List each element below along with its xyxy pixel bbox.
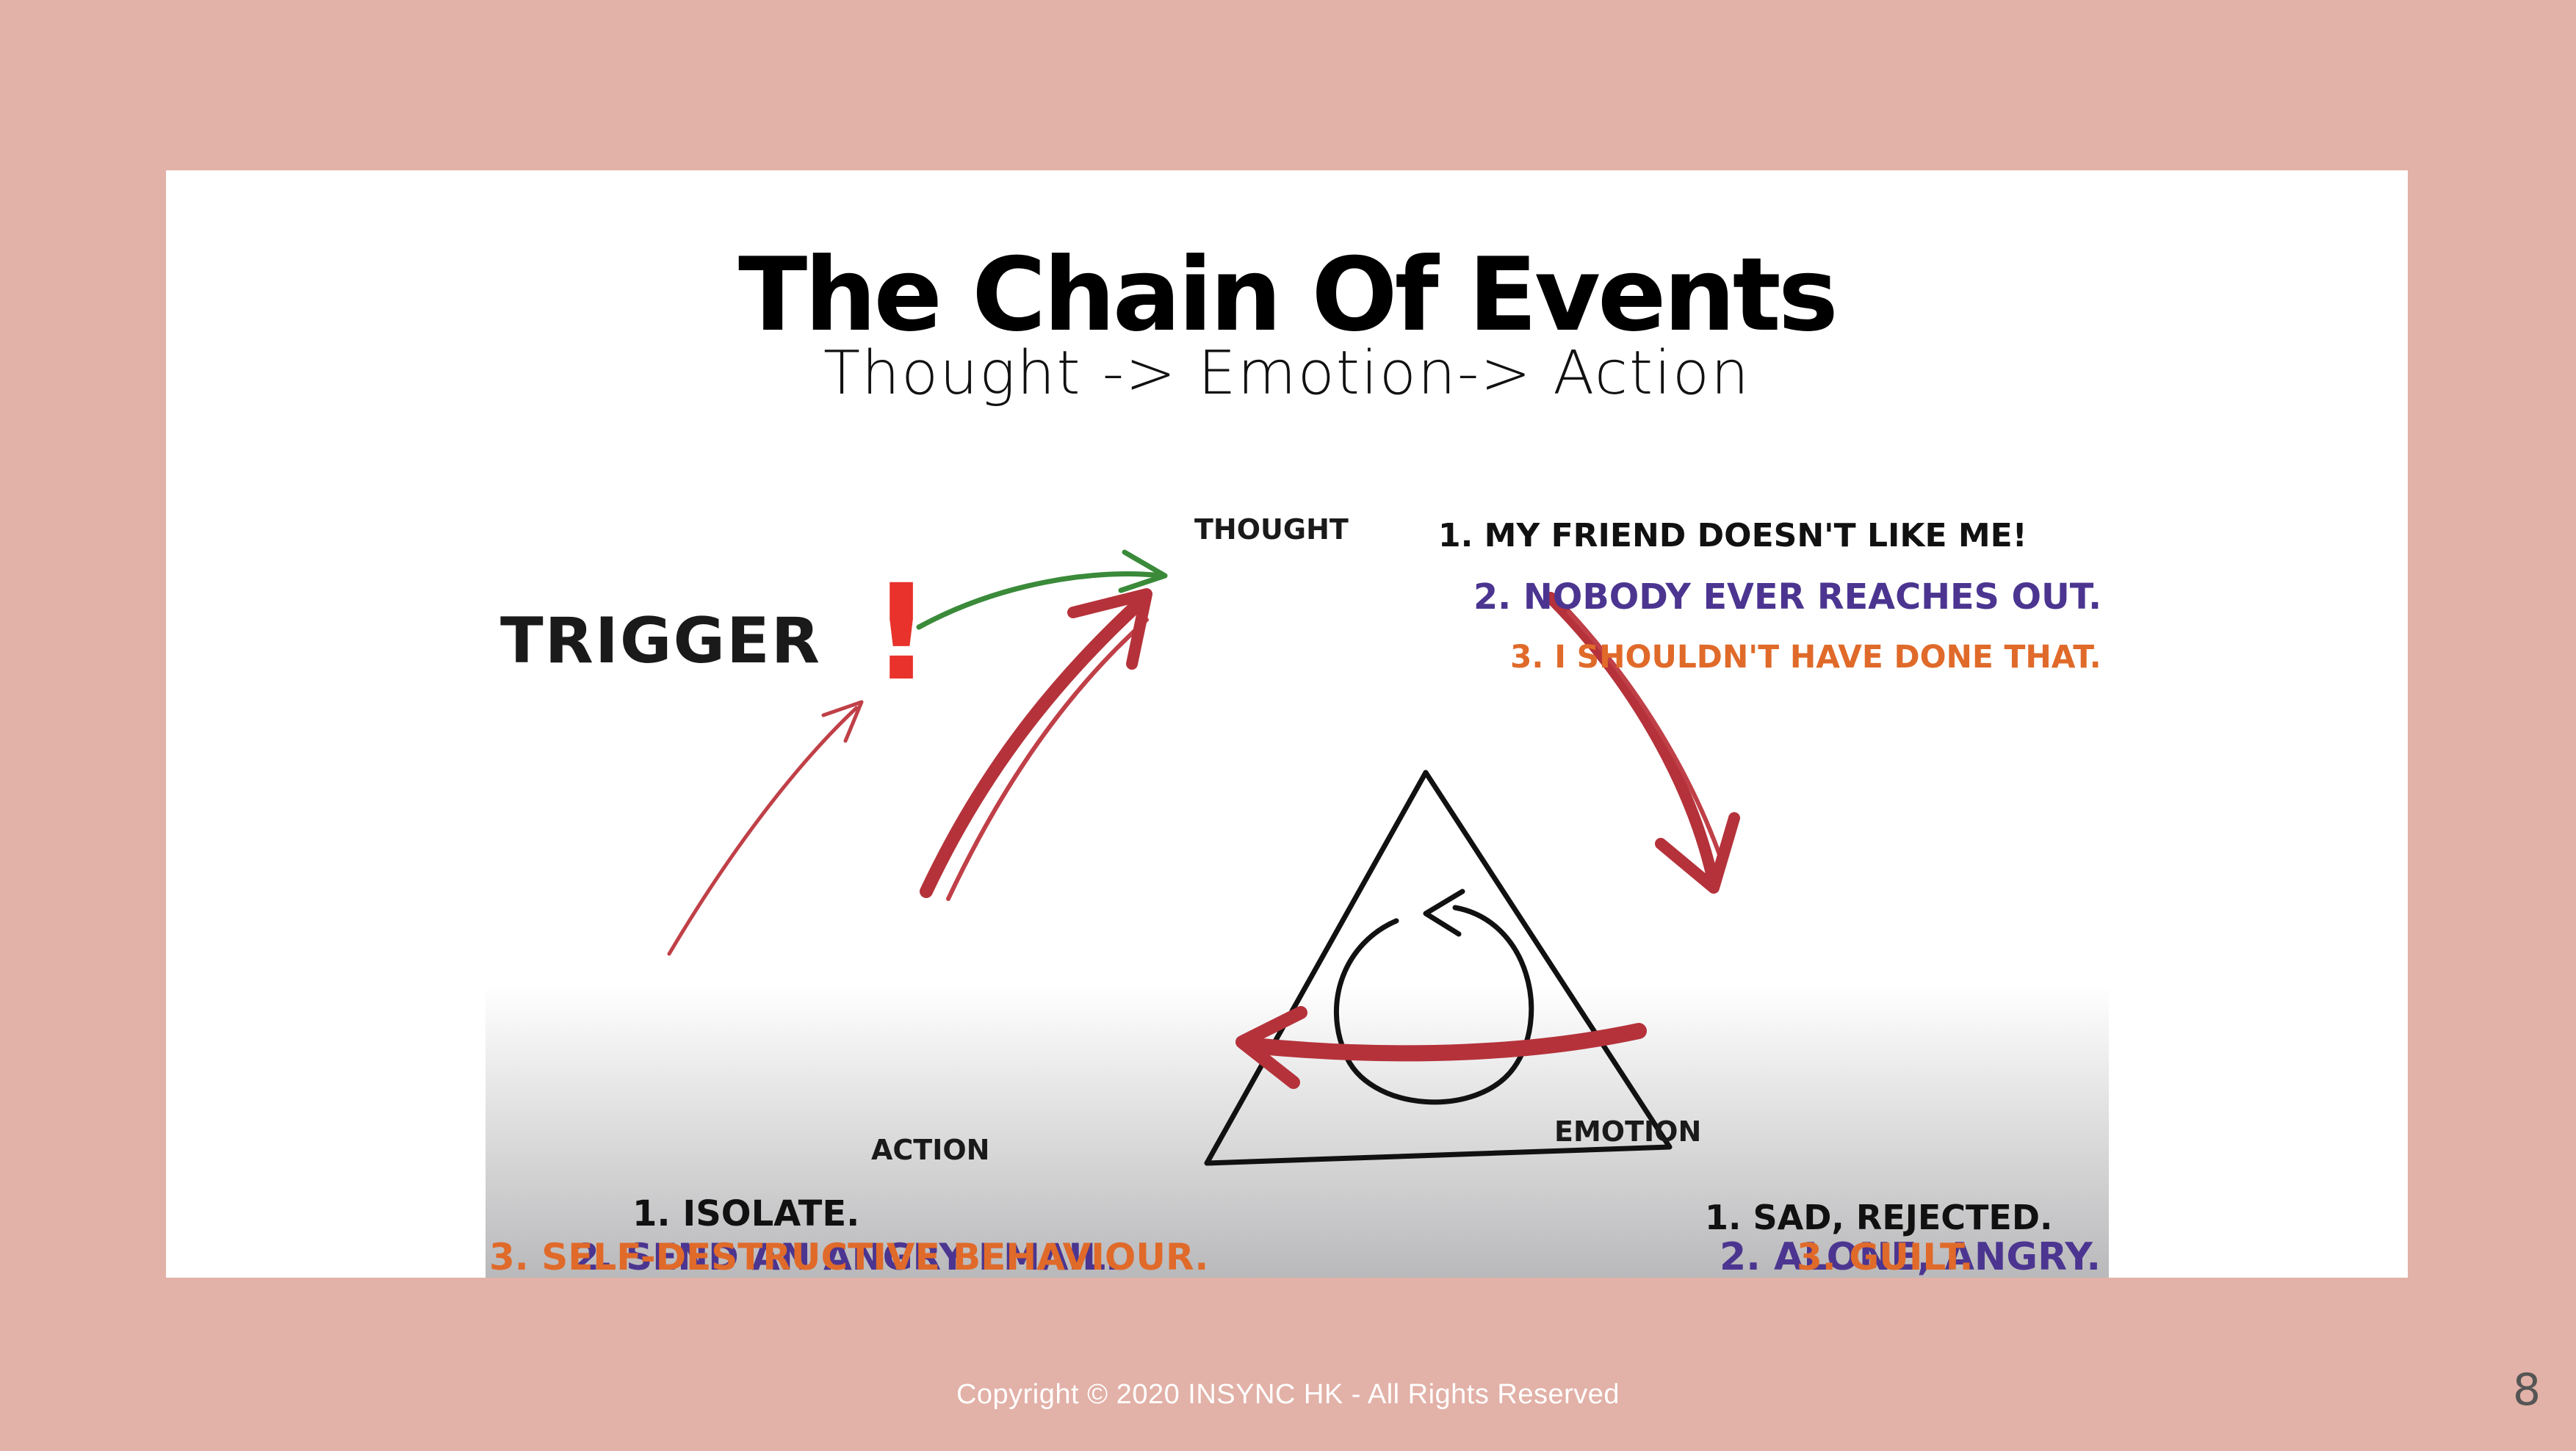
action-to-thought-arrow <box>920 600 1142 898</box>
thought-emotion-action-triangle <box>1204 770 1673 1166</box>
slide-card: The Chain Of Events Thought -> Emotion->… <box>166 170 2408 1278</box>
red-arrowhead-icon <box>1655 812 1740 894</box>
emotion-item-2: 2. ALONE, ANGRY. <box>1720 1235 2101 1278</box>
thought-item-1: 1. MY FRIEND DOESN'T LIKE ME! <box>1438 517 2027 554</box>
cycle-icon <box>1333 905 1534 1105</box>
emotion-item-1: 1. SAD, REJECTED. <box>1705 1198 2053 1237</box>
thought-to-emotion-arrow <box>1545 592 1718 883</box>
thin-red-arrowhead-icon <box>821 700 864 743</box>
thought-label: THOUGHT <box>1194 513 1349 546</box>
red-arrowhead-icon <box>1067 588 1152 670</box>
slide-subtitle: Thought -> Emotion-> Action <box>823 339 1751 408</box>
thought-item-2: 2. NOBODY EVER REACHES OUT. <box>1473 577 2101 618</box>
green-arrowhead-icon <box>1118 549 1168 593</box>
action-label: ACTION <box>871 1134 989 1166</box>
copyright-footer: Copyright © 2020 INSYNC HK - All Rights … <box>956 1379 1620 1410</box>
red-arrowhead-icon <box>1235 1006 1307 1089</box>
bottom-gradient <box>486 985 2109 1278</box>
action-item-2: 2. SEND AN ANGRY EMAIL. <box>574 1236 1119 1278</box>
action-item-1: 1. ISOLATE. <box>632 1193 859 1234</box>
thought-item-3: 3. I SHOULDN'T HAVE DONE THAT. <box>1510 639 2101 675</box>
emotion-label: EMOTION <box>1554 1115 1701 1148</box>
trigger-to-thought-arrow <box>916 571 1164 630</box>
emotion-item-3: 3. GUILT. <box>1797 1236 1974 1278</box>
slide-title: The Chain Of Events <box>738 236 1839 354</box>
emotion-to-action-arrow <box>1245 1023 1647 1062</box>
trigger-label: TRIGGER <box>500 604 821 678</box>
action-item-3: 3. SELF-DESTRUCTIVE BEHAVIOUR. <box>489 1236 1208 1278</box>
chain-of-events-diagram: TRIGGER ! THOUGHT EMOTION ACTION <box>486 444 2109 1278</box>
exclamation-icon: ! <box>871 557 931 710</box>
cycle-arrowhead-icon <box>1423 889 1465 937</box>
action-to-trigger-arrow <box>667 706 859 956</box>
page-number: 8 <box>2512 1364 2541 1416</box>
